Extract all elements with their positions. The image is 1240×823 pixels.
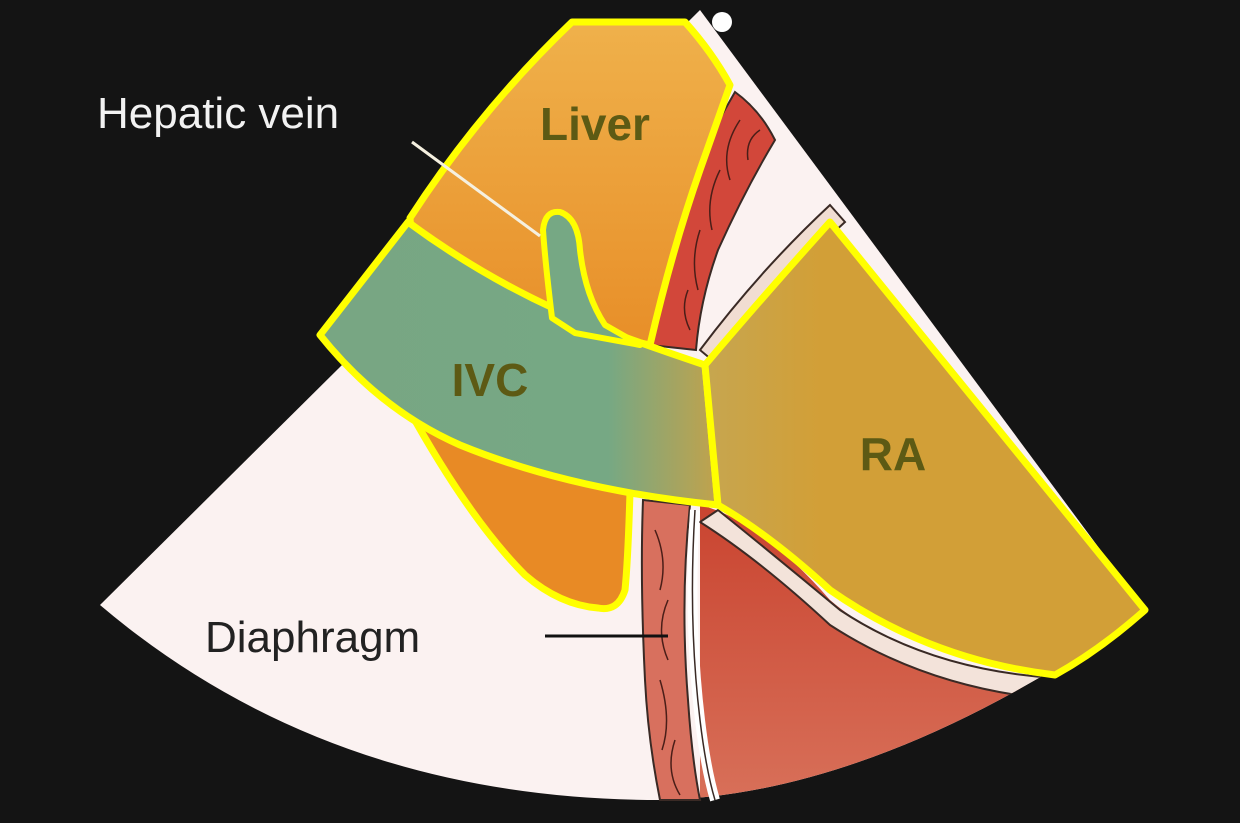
liver-label: Liver xyxy=(540,98,650,150)
ivc-label: IVC xyxy=(452,354,529,406)
probe-marker-dot xyxy=(712,12,732,32)
hepatic-vein-label: Hepatic vein xyxy=(97,89,339,138)
ra-label: RA xyxy=(860,428,926,480)
diaphragm-label: Diaphragm xyxy=(205,613,420,662)
